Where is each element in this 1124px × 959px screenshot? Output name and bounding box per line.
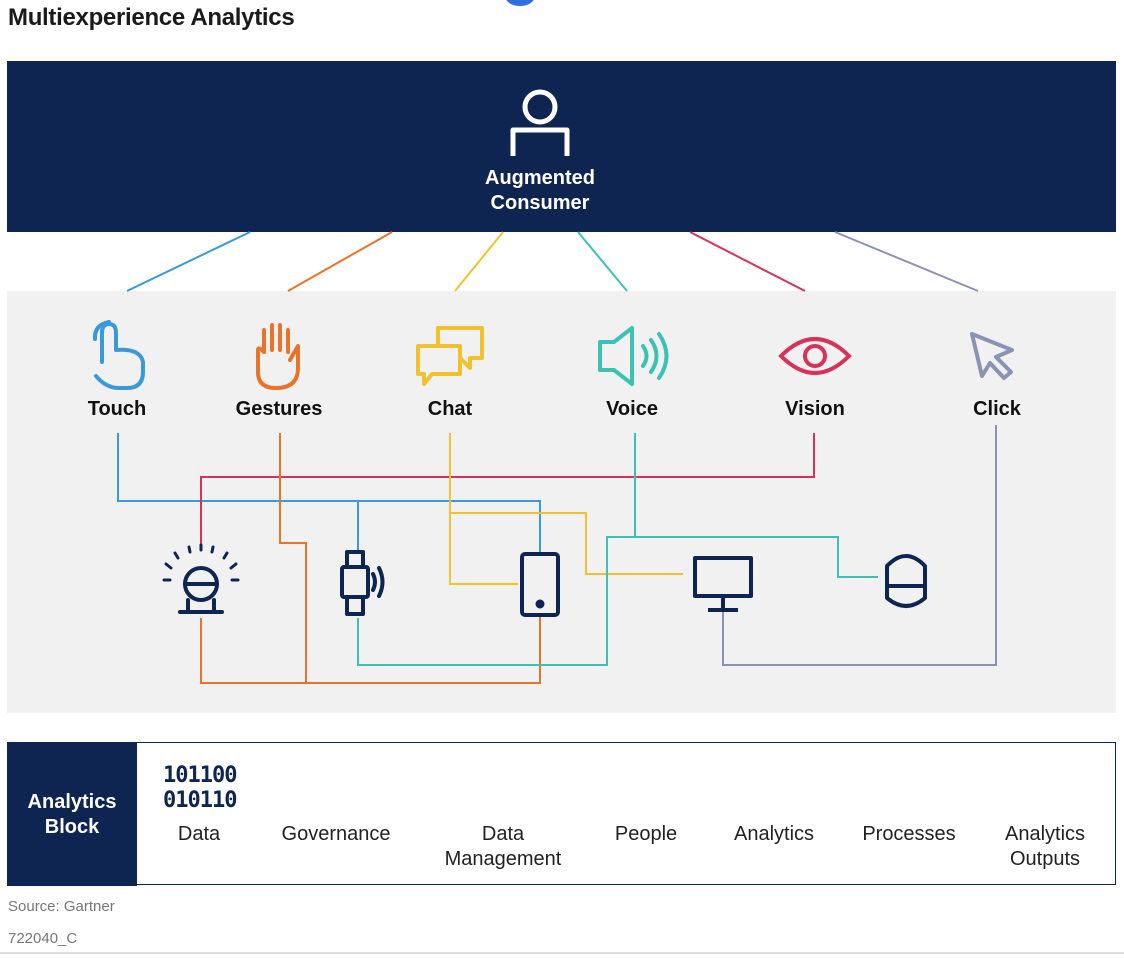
consumer-label-line1: Augmented [485,167,595,189]
connector-chat [454,231,504,292]
bottom-divider [0,952,1124,954]
block-item-label: Analytics [1004,823,1086,845]
block-item-label: Data [481,823,525,845]
routing-lines [117,425,997,684]
figure-code: 722040_C [8,930,78,947]
route-gestures-bottom [200,616,541,684]
block-item-label: Processes [862,823,956,845]
analytics-block [7,742,1116,885]
route-touch [117,433,541,553]
analytics-block-title: Analytics Block [7,790,137,840]
block-item-data: Data [124,822,274,847]
connector-vision [689,231,806,292]
raised-hand-icon [256,323,300,390]
page-title: Multiexperience Analytics [8,4,295,31]
block-item-people: People [571,822,721,847]
analytics-block-header [7,742,137,886]
robot-sensor-icon [162,543,240,614]
route-voice-watch [357,536,635,666]
indicator-dot [505,0,535,6]
channel-label-chat: Chat [427,398,473,420]
binary-line2: 010110 [163,788,237,813]
binary-data-icon: 101100 010110 [163,763,237,813]
route-chat-monitor [450,512,683,575]
block-item-analytics-outputs: Analytics Outputs [970,822,1120,872]
binary-line1: 101100 [163,763,237,788]
channel-label-touch: Touch [87,398,147,420]
block-item-label: People [614,823,678,845]
block-item-analytics: Analytics [699,822,849,847]
block-item-label: Data [177,823,221,845]
block-item-label: Governance [281,823,391,845]
block-item-label-line2: Management [444,848,562,870]
block-item-processes: Processes [834,822,984,847]
block-item-label: Analytics [733,823,815,845]
augmented-consumer-label: Augmented Consumer [440,166,640,216]
chat-bubbles-icon [416,326,484,386]
route-voice [634,433,878,578]
channel-label-vision: Vision [785,398,845,420]
block-item-governance: Governance [261,822,411,847]
connector-gestures [287,231,393,292]
route-chat [449,433,518,585]
source-note: Source: Gartner [8,898,115,915]
channel-label-click: Click [973,398,1021,420]
channel-label-voice: Voice [606,398,658,420]
consumer-label-line2: Consumer [490,192,590,214]
augmented-consumer-banner [7,61,1116,232]
smartphone-icon [520,552,560,617]
consumer-connectors [126,231,979,292]
analytics-block-title-line2: Block [44,816,100,838]
block-item-label-line2: Outputs [1009,848,1081,870]
block-item-data-management: Data Management [428,822,578,872]
desktop-monitor-icon [693,556,753,612]
touch-hand-icon [92,320,145,390]
connector-click [834,231,979,292]
smartwatch-icon [340,550,385,616]
cursor-icon [970,332,1014,380]
augmented-consumer-icon [510,89,570,156]
connector-voice [577,231,628,292]
route-click [722,425,997,666]
eye-icon [778,337,852,375]
channel-label-gestures: Gestures [235,398,323,420]
route-vision [200,433,815,550]
route-gestures [279,433,307,683]
smart-speaker-icon [885,554,927,608]
connector-touch [126,231,251,292]
speaker-icon [598,326,669,386]
analytics-block-title-line1: Analytics [27,791,117,813]
